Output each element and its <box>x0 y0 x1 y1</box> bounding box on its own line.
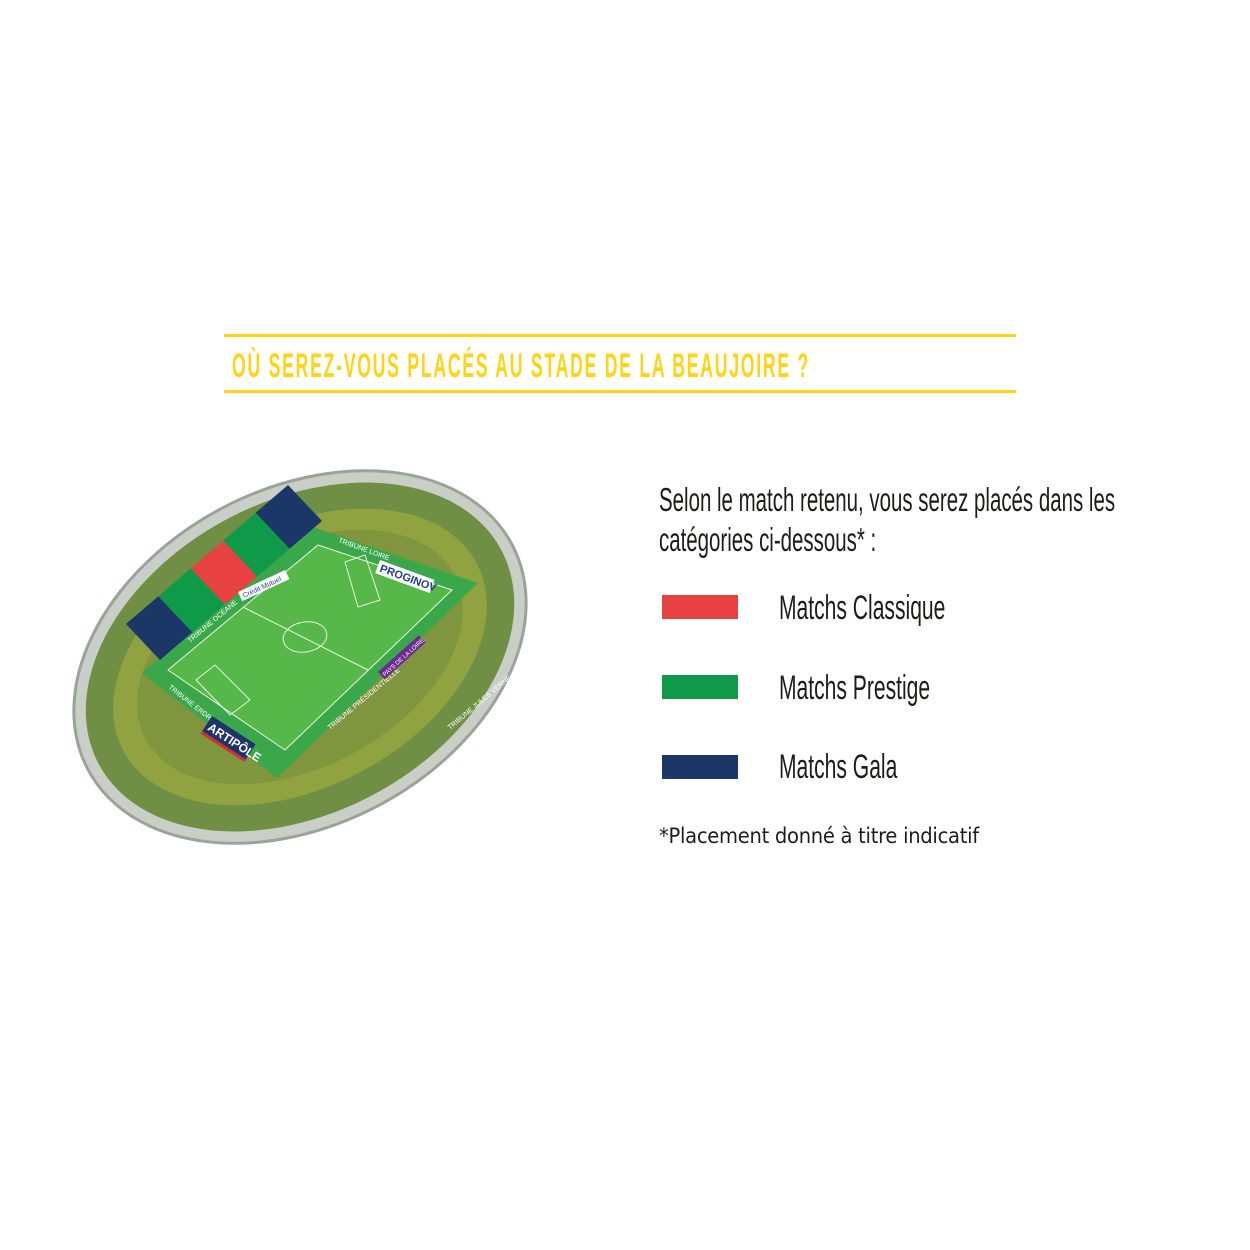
legend-swatch-gala <box>662 755 738 779</box>
seating-section-classique <box>190 540 258 605</box>
intro-text: Selon le match retenu, vous serez placés… <box>659 480 1115 560</box>
legend-label-classique: Matchs Classique <box>779 589 946 627</box>
legend-swatch-classique <box>662 595 738 619</box>
legend-label-prestige: Matchs Prestige <box>779 669 931 707</box>
placement-note: *Placement donné à titre indicatif <box>659 824 979 848</box>
page-title: OÙ SEREZ-VOUS PLACÉS AU STADE DE LA BEAU… <box>232 347 811 385</box>
intro-line-2: catégories ci-dessous* : <box>659 521 877 558</box>
pitch-markings <box>195 554 381 716</box>
legend-swatch-prestige <box>662 675 738 699</box>
seating-section-prestige <box>223 512 290 577</box>
page-title-frame: OÙ SEREZ-VOUS PLACÉS AU STADE DE LA BEAU… <box>224 334 1016 393</box>
seating-section-gala <box>255 485 322 549</box>
seating-section-prestige <box>158 568 225 633</box>
seating-sections <box>126 485 322 660</box>
seating-section-gala <box>126 596 193 660</box>
intro-line-1: Selon le match retenu, vous serez placés… <box>659 481 1116 518</box>
legend-label-gala: Matchs Gala <box>779 748 898 786</box>
